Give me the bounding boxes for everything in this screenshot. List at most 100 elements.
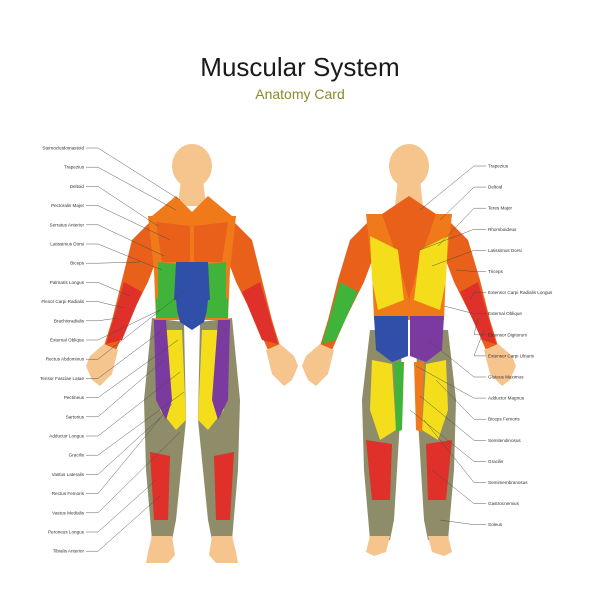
front-right-forearm xyxy=(242,282,278,344)
back-gluteus-right xyxy=(410,316,444,362)
back-leader-line xyxy=(431,469,486,504)
front-leader-line xyxy=(86,261,141,264)
front-shin-right xyxy=(214,452,234,520)
back-head xyxy=(389,144,429,188)
back-label-trapezius: Trapezius xyxy=(488,164,509,169)
back-latissimus-right xyxy=(414,236,448,310)
front-leader-line xyxy=(86,147,181,201)
front-leader-line xyxy=(86,479,157,533)
front-leader-line xyxy=(86,417,161,475)
back-right-forearm xyxy=(460,282,496,344)
back-label-biceps-femoris: Biceps Femoris xyxy=(488,417,520,422)
back-thigh-right-orange xyxy=(414,362,424,432)
back-thigh-left-green xyxy=(394,362,404,432)
front-label-sartorius: Sartorius xyxy=(66,414,85,419)
front-label-serratus-anterior: Serratus Anterior xyxy=(50,222,85,227)
front-pectoral-right xyxy=(194,222,228,262)
front-oblique-left xyxy=(156,298,178,318)
front-right-foot xyxy=(209,536,238,563)
front-left-foot xyxy=(146,536,175,563)
front-label-brachioradialis: Brachioradialis xyxy=(54,318,85,323)
back-label-semimembranosus: Semimembranosus xyxy=(488,480,528,485)
front-pectoral-left xyxy=(156,222,190,262)
front-label-gracilis: Gracilis xyxy=(69,453,85,458)
front-label-trapezius: Trapezius xyxy=(64,165,85,170)
card-subtitle: Anatomy Card xyxy=(255,86,345,102)
back-thigh-left xyxy=(370,360,396,440)
front-leader-line xyxy=(86,301,125,309)
front-label-rectus-abdominus: Rectus Abdominus xyxy=(46,357,85,362)
back-label-soleus: Soleus xyxy=(488,522,503,527)
back-leader-line xyxy=(431,250,486,267)
back-leader-line xyxy=(469,292,486,301)
front-label-peroneus-longus: Peroneus Longus xyxy=(48,530,85,535)
front-sartorius-left xyxy=(154,320,172,420)
front-leader-line xyxy=(86,289,187,360)
front-leader-line xyxy=(86,339,179,398)
front-label-sternocleidomastoid: Sternocleidomastoid xyxy=(42,146,84,151)
back-left-foot xyxy=(366,536,390,556)
front-neck xyxy=(178,180,206,206)
back-leader-line xyxy=(439,186,486,221)
back-label-gracilis: Gracilis xyxy=(488,459,504,464)
back-label-rhomboideus: Rhomboideus xyxy=(488,227,517,232)
front-leader-line xyxy=(86,431,181,514)
front-sartorius-right xyxy=(212,320,230,420)
back-calf-right xyxy=(426,440,452,500)
front-label-tibialis-anterior: Tibialis Anterior xyxy=(53,549,85,554)
back-right-hand xyxy=(484,344,516,386)
back-neck xyxy=(395,180,423,206)
front-head xyxy=(172,144,212,188)
back-label-latissimus-dorsi: Latissimus Dorsi xyxy=(488,248,522,253)
front-label-pectoralis-major: Pectoralis Major xyxy=(51,203,84,208)
front-abdominals xyxy=(174,262,210,330)
front-label-vastus-lateralis: Vastus Lateralis xyxy=(52,472,85,477)
front-leader-line xyxy=(86,403,173,494)
back-leader-line xyxy=(435,379,486,420)
back-leader-line xyxy=(473,329,486,357)
front-label-external-oblique: External Oblique xyxy=(50,338,84,343)
card-title: Muscular System xyxy=(200,52,400,82)
back-latissimus-left xyxy=(370,236,404,310)
back-leader-line xyxy=(415,365,486,399)
front-trapezius xyxy=(152,196,232,216)
back-label-teres-major: Teres Major xyxy=(488,206,512,211)
back-label-triceps: Triceps xyxy=(488,269,504,274)
front-label-adductor-longus: Adductor Longus xyxy=(49,434,84,439)
back-trapezius xyxy=(382,196,436,300)
front-label-flexor-carpi-radialis: Flexor Carpi Radialis xyxy=(41,299,84,304)
front-labels-group: SternocleidomastoidTrapeziusDeltoidPecto… xyxy=(40,146,187,554)
back-label-semitendinosus: Semitendinosus xyxy=(488,438,521,443)
front-serratus-left xyxy=(158,262,176,300)
back-label-gastrocnemius: Gastrocnemius xyxy=(488,501,520,506)
back-label-gluteus-maximus: Gluteus Maximus xyxy=(488,375,524,380)
front-leader-line xyxy=(86,317,119,322)
front-label-latissimus-dorsi: Latissimus Dorsi xyxy=(50,242,84,247)
front-label-tensor-fasciae-latae: Tensor Fasciae Latae xyxy=(40,376,84,381)
back-right-foot xyxy=(428,536,452,556)
front-leader-line xyxy=(86,186,159,227)
back-label-external-oblique: External Oblique xyxy=(488,311,522,316)
front-leader-line xyxy=(86,166,177,211)
back-figure xyxy=(302,144,516,556)
back-calf-left xyxy=(366,440,392,500)
back-label-extensor-carpi-radialis-longus: Extensor Carpi Radialis Longus xyxy=(488,290,553,295)
back-leader-line xyxy=(427,339,486,378)
back-label-deltoid: Deltoid xyxy=(488,185,503,190)
front-leader-line xyxy=(86,224,165,257)
front-leader-line xyxy=(86,359,165,418)
front-oblique-right xyxy=(206,298,228,318)
front-leader-line xyxy=(86,331,161,379)
back-gluteus-left xyxy=(374,316,408,362)
back-label-extensor-digitorum: Extensor Digitorum xyxy=(488,332,527,337)
back-leader-line xyxy=(419,395,486,441)
front-leader-line xyxy=(86,495,161,552)
front-label-rectus-femoris: Rectus Femoris xyxy=(52,491,85,496)
back-label-adductor-magnus: Adductor Magnus xyxy=(488,396,525,401)
back-leader-line xyxy=(409,409,486,462)
front-left-hand xyxy=(86,344,118,386)
back-leader-line xyxy=(439,519,486,525)
front-right-hand xyxy=(266,344,298,386)
